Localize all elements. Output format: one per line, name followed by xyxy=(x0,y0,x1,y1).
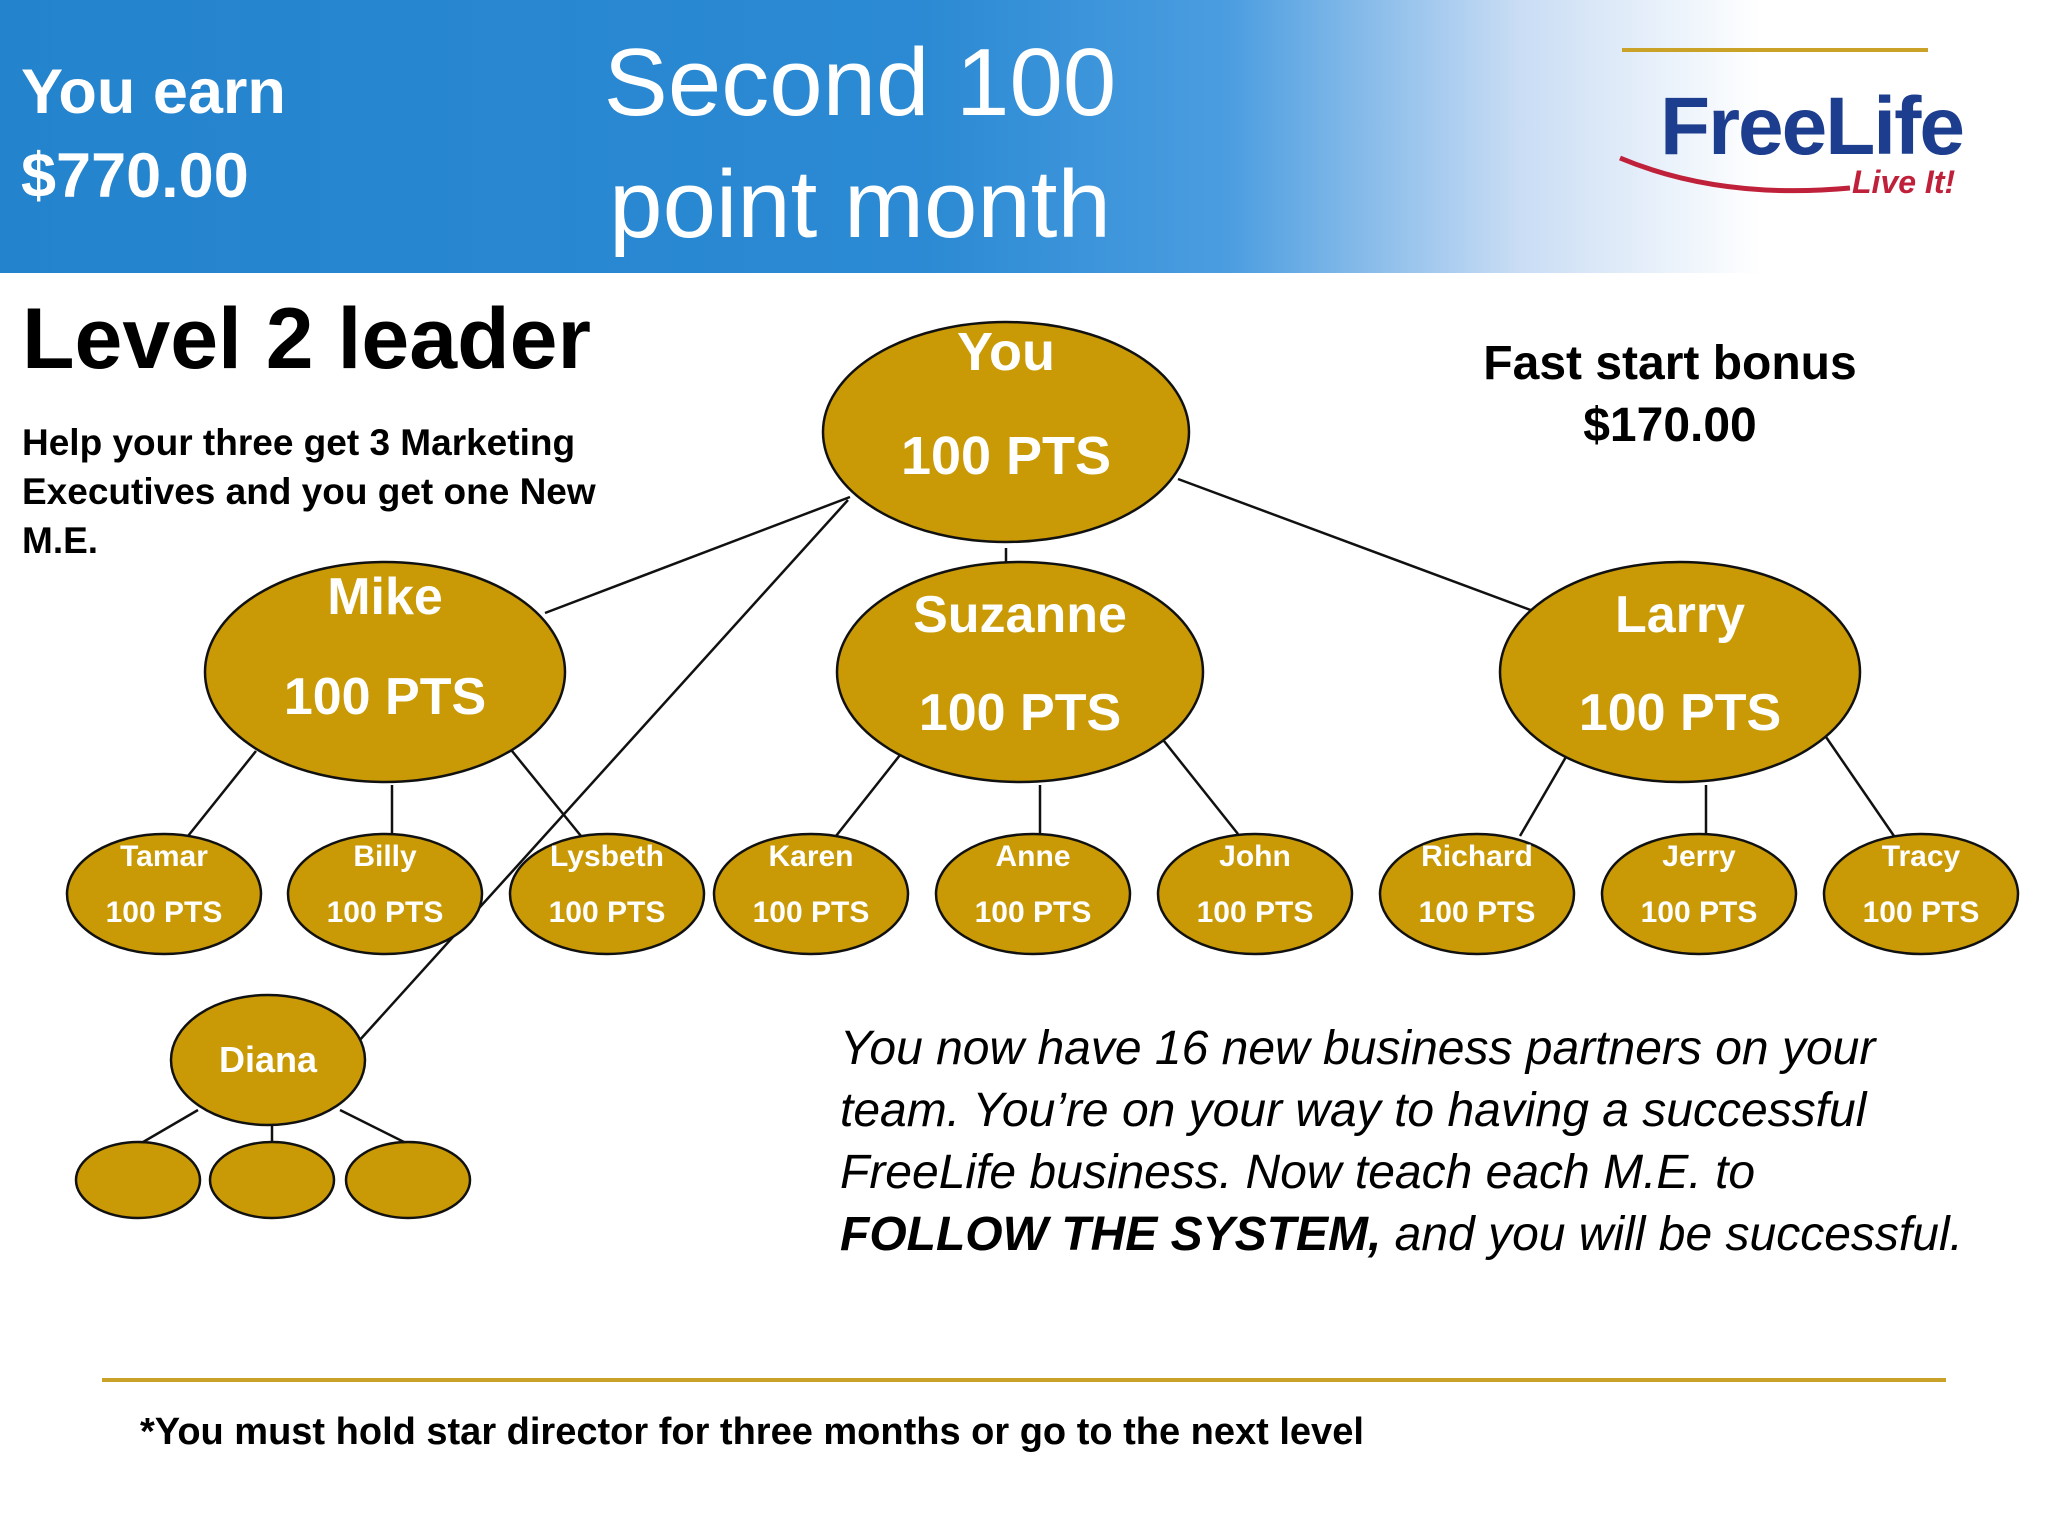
node-name: You xyxy=(957,322,1055,382)
connector-suzanne-karen xyxy=(835,749,905,837)
node-points: 100 PTS xyxy=(106,896,223,929)
title-line-2: point month xyxy=(609,151,1111,258)
earn-label: You earn xyxy=(21,57,286,127)
node-level2: Tamar 100 PTS xyxy=(65,832,263,956)
freelife-logo xyxy=(1619,48,1928,194)
node-name: Mike xyxy=(327,568,443,626)
connector-you-diana xyxy=(357,499,849,1043)
earnings-callout: You earn $770.00 xyxy=(21,50,421,218)
node-name: Tamar xyxy=(120,840,208,873)
node-level2: Jerry 100 PTS xyxy=(1600,832,1798,956)
node-level2: John 100 PTS xyxy=(1156,832,1354,956)
node-ellipse xyxy=(1498,560,1862,784)
node-diana: Diana xyxy=(169,993,367,1127)
bonus-amount: $170.00 xyxy=(1583,399,1757,452)
node-ellipse xyxy=(835,560,1205,784)
node-name: Lysbeth xyxy=(550,840,664,873)
gold-divider xyxy=(102,1378,1946,1382)
node-points: 100 PTS xyxy=(1863,896,1980,929)
node-level2: Billy 100 PTS xyxy=(286,832,484,956)
node-ellipse xyxy=(1822,832,2020,956)
node-ellipse xyxy=(203,560,567,784)
node-empty-slot xyxy=(344,1140,472,1220)
closing-message: You now have 16 new business partners on… xyxy=(840,1018,1970,1266)
node-suzanne: Suzanne 100 PTS xyxy=(835,560,1205,784)
node-level2: Anne 100 PTS xyxy=(934,832,1132,956)
node-level2: Tracy 100 PTS xyxy=(1822,832,2020,956)
node-ellipse xyxy=(508,832,706,956)
connector-suzanne-john xyxy=(1159,735,1239,835)
level-heading: Level 2 leader xyxy=(22,291,591,387)
node-points: 100 PTS xyxy=(1419,896,1536,929)
slide-title: Second 100 point month xyxy=(520,22,1200,266)
logo-wordmark: FreeLife xyxy=(1660,81,1965,172)
node-you: You 100 PTS xyxy=(821,320,1191,544)
connector-mike-lysbeth xyxy=(511,750,582,837)
node-ellipse xyxy=(1378,832,1576,956)
node-name: Diana xyxy=(219,1039,318,1080)
node-name: Karen xyxy=(768,840,853,873)
connector-diana-blank-1 xyxy=(137,1108,199,1147)
node-points: 100 PTS xyxy=(549,896,666,929)
logo-tagline: Live It! xyxy=(1852,164,1956,200)
node-points: 100 PTS xyxy=(1197,896,1314,929)
title-line-1: Second 100 xyxy=(603,29,1117,136)
node-points: 100 PTS xyxy=(901,426,1111,486)
node-ellipse xyxy=(169,993,367,1127)
connector-larry-richard xyxy=(1518,749,1572,837)
node-ellipse xyxy=(1156,832,1354,956)
message-text: You now have 16 new business partners on… xyxy=(840,1022,1876,1199)
logo-swoosh xyxy=(1619,155,1851,194)
node-ellipse xyxy=(821,320,1191,544)
node-name: Larry xyxy=(1615,586,1745,644)
node-empty-slot xyxy=(208,1140,336,1220)
tree-connectors xyxy=(137,477,1896,1147)
earn-amount: $770.00 xyxy=(21,141,249,211)
connector-larry-tracy xyxy=(1824,736,1896,837)
node-mike: Mike 100 PTS xyxy=(203,560,567,784)
message-emphasis: FOLLOW THE SYSTEM, xyxy=(840,1208,1382,1261)
message-text-end: and you will be successful. xyxy=(1381,1208,1963,1261)
node-ellipse xyxy=(1600,832,1798,956)
level-description: Help your three get 3 Marketing Executiv… xyxy=(22,422,596,561)
connector-mike-tamar xyxy=(187,750,257,837)
node-ellipse xyxy=(712,832,910,956)
node-name: Suzanne xyxy=(913,586,1127,644)
node-level2: Karen 100 PTS xyxy=(712,832,910,956)
node-points: 100 PTS xyxy=(1579,684,1781,742)
node-points: 100 PTS xyxy=(919,684,1121,742)
node-name: Jerry xyxy=(1662,840,1736,873)
node-points: 100 PTS xyxy=(327,896,444,929)
fast-start-bonus: Fast start bonus $170.00 xyxy=(1420,333,1920,457)
node-ellipse xyxy=(65,832,263,956)
connector-you-larry xyxy=(1177,477,1537,614)
node-level2: Lysbeth 100 PTS xyxy=(508,832,706,956)
footnote: *You must hold star director for three m… xyxy=(140,1411,1364,1453)
node-name: John xyxy=(1219,840,1291,873)
node-ellipse xyxy=(934,832,1132,956)
node-ellipse xyxy=(208,1140,336,1220)
node-ellipse xyxy=(74,1140,202,1220)
node-empty-slot xyxy=(74,1140,202,1220)
node-ellipse xyxy=(344,1140,472,1220)
node-name: Richard xyxy=(1421,840,1533,873)
node-points: 100 PTS xyxy=(1641,896,1758,929)
node-name: Anne xyxy=(996,840,1071,873)
bonus-label: Fast start bonus xyxy=(1483,337,1857,390)
connector-diana-blank-3 xyxy=(339,1108,411,1147)
node-points: 100 PTS xyxy=(753,896,870,929)
node-level2: Richard 100 PTS xyxy=(1378,832,1576,956)
node-points: 100 PTS xyxy=(284,668,486,726)
node-name: Tracy xyxy=(1882,840,1961,873)
node-ellipse xyxy=(286,832,484,956)
node-points: 100 PTS xyxy=(975,896,1092,929)
node-larry: Larry 100 PTS xyxy=(1498,560,1862,784)
node-name: Billy xyxy=(353,840,417,873)
connector-you-mike xyxy=(544,495,851,615)
header-banner xyxy=(0,0,2048,273)
